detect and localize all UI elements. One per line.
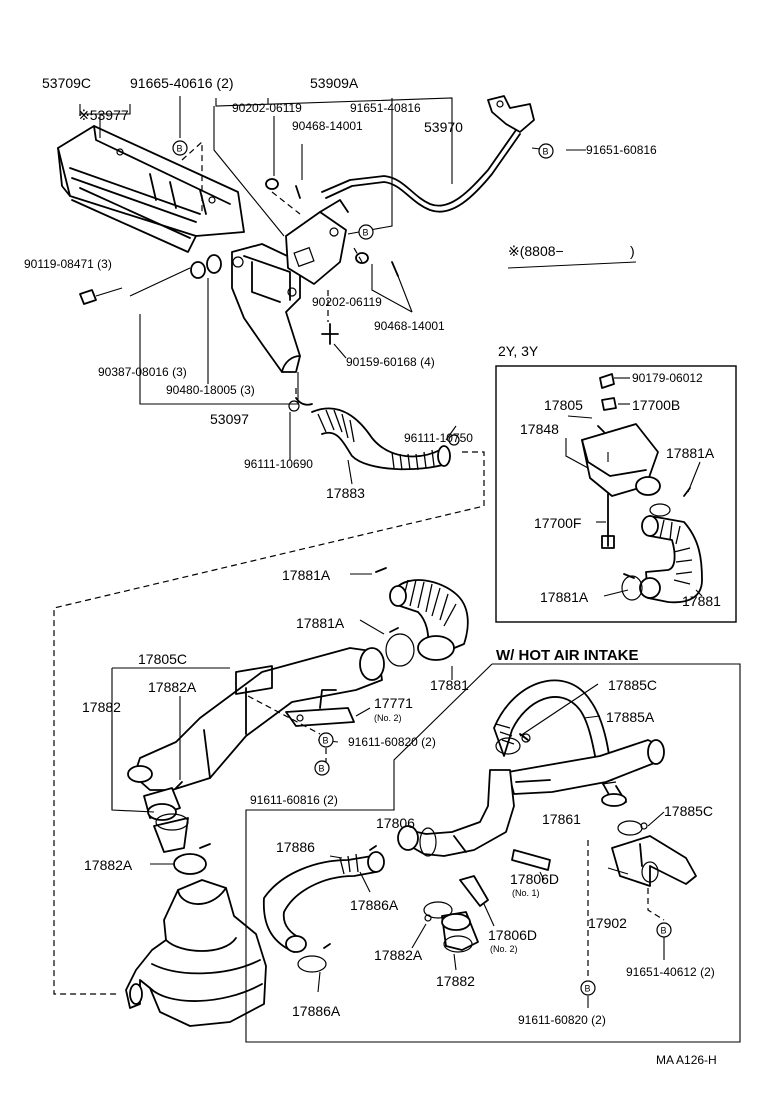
label-17861: 17861 xyxy=(542,811,581,827)
bolt-marker-1: B xyxy=(172,140,188,156)
svg-text:B: B xyxy=(177,144,183,154)
label-17771: 17771 xyxy=(374,695,413,711)
bolt-marker-7: B xyxy=(580,980,596,996)
label-96111-10750: 96111-10750 xyxy=(404,431,473,445)
label-90159-60168: 90159-60168 (4) xyxy=(346,355,435,369)
label-53909a: 53909A xyxy=(310,75,359,91)
label-17882a-1: 17882A xyxy=(148,679,197,695)
label-17882a-2: 17882A xyxy=(84,857,133,873)
label-91611-60820-b: 91611-60820 (2) xyxy=(518,1013,606,1027)
hose-17881 xyxy=(375,567,469,667)
label-91651-60816: 91651-60816 xyxy=(586,143,657,157)
bracket-53909a xyxy=(265,178,399,345)
box-bolt-17700f xyxy=(601,493,615,549)
label-90202-06119-b: 90202-06119 xyxy=(312,295,382,309)
bracket-17902 xyxy=(611,835,697,887)
note-8808-close: ) xyxy=(630,243,635,259)
label-17806d: 17806D xyxy=(510,871,559,887)
label-17881a-box-1: 17881A xyxy=(666,445,715,461)
diagram-code: MA A126-H xyxy=(656,1053,717,1067)
bolt-marker-5: B xyxy=(314,760,330,776)
label-17882-2: 17882 xyxy=(436,973,475,989)
label-17805c: 17805C xyxy=(138,651,187,667)
bolt-marker-3: B xyxy=(358,224,374,240)
label-90119-08471: 90119-08471 (3) xyxy=(24,257,112,271)
label-91611-60820-a: 91611-60820 (2) xyxy=(348,735,436,749)
label-17806: 17806 xyxy=(376,815,415,831)
box-duct-17805 xyxy=(581,373,661,497)
label-17886a-1: 17886A xyxy=(350,897,399,913)
label-53097: 53097 xyxy=(210,411,249,427)
label-90179-06012: 90179-06012 xyxy=(632,371,703,385)
label-17883: 17883 xyxy=(326,485,365,501)
hose-17883 xyxy=(288,397,460,471)
note-8808: ※(8808− xyxy=(508,243,564,259)
pipe-17861 xyxy=(507,739,665,795)
label-17881a-3: 17881A xyxy=(282,567,331,583)
svg-text:B: B xyxy=(585,984,591,994)
variant-box-2y-3y xyxy=(495,365,737,623)
label-90468-14001-b: 90468-14001 xyxy=(374,319,445,333)
label-53977: ※53977 xyxy=(78,107,129,123)
label-90468-14001-a: 90468-14001 xyxy=(292,119,363,133)
svg-text:B: B xyxy=(661,926,667,936)
bracket-assembly-53709c xyxy=(57,125,245,253)
clip-17806d-2 xyxy=(459,875,489,907)
label-17886: 17886 xyxy=(276,839,315,855)
label-17882-1: 17882 xyxy=(82,699,121,715)
label-17881a-4: 17881A xyxy=(296,615,345,631)
label-17700b: 17700B xyxy=(632,397,680,413)
label-17700f: 17700F xyxy=(534,515,581,531)
label-17881: 17881 xyxy=(430,677,469,693)
label-17771-no2: (No. 2) xyxy=(374,713,402,723)
label-17881a-box-2: 17881A xyxy=(540,589,589,605)
hot-air-intake-title: W/ HOT AIR INTAKE xyxy=(496,647,639,664)
label-91611-60816: 91611-60816 (2) xyxy=(250,793,338,807)
label-17885c-1: 17885C xyxy=(608,677,657,693)
clip-17806d-1 xyxy=(511,849,551,871)
label-17886a-2: 17886A xyxy=(292,1003,341,1019)
hose-17882-lower xyxy=(423,901,479,953)
clamp-17885c-lower xyxy=(617,820,648,836)
label-90480-18005: 90480-18005 (3) xyxy=(166,383,255,397)
label-2y-3y: 2Y, 3Y xyxy=(498,343,539,359)
bracket-17771 xyxy=(285,689,355,727)
label-91651-40816: 91651-40816 xyxy=(350,101,421,115)
svg-text:B: B xyxy=(363,228,369,238)
bolt-marker-2: B xyxy=(538,143,554,159)
label-17885c-2: 17885C xyxy=(664,803,713,819)
hose-17886 xyxy=(263,845,385,973)
hose-17806 xyxy=(397,769,515,857)
label-17848: 17848 xyxy=(520,421,559,437)
svg-text:B: B xyxy=(323,736,329,746)
label-17806d-no1: (No. 1) xyxy=(512,888,540,898)
label-17882a-3: 17882A xyxy=(374,947,423,963)
grommets xyxy=(190,254,222,279)
label-96111-10690: 96111-10690 xyxy=(244,457,313,471)
label-90387-08016: 90387-08016 (3) xyxy=(98,365,187,379)
label-53970: 53970 xyxy=(424,119,463,135)
bolt-90119 xyxy=(79,287,123,305)
cable-53970 xyxy=(321,95,535,213)
label-53709c: 53709C xyxy=(42,75,91,91)
label-17805: 17805 xyxy=(544,397,583,413)
duct-17805c xyxy=(127,647,385,875)
label-91665-40616: 91665-40616 (2) xyxy=(130,75,234,91)
air-cleaner-housing xyxy=(125,879,267,1027)
bolt-marker-4: B xyxy=(318,732,334,748)
label-17902: 17902 xyxy=(588,915,627,931)
bolt-marker-6: B xyxy=(656,922,672,938)
label-91651-40612: 91651-40612 (2) xyxy=(626,965,715,979)
label-17806d-no2: (No. 2) xyxy=(490,944,518,954)
label-17885a: 17885A xyxy=(606,709,655,725)
svg-text:B: B xyxy=(319,764,325,774)
label-17806d-2: 17806D xyxy=(488,927,537,943)
label-17881-box: 17881 xyxy=(682,593,721,609)
label-90202-06119-a: 90202-06119 xyxy=(232,101,302,115)
svg-text:B: B xyxy=(543,147,549,157)
box-hose-17881 xyxy=(621,487,703,604)
